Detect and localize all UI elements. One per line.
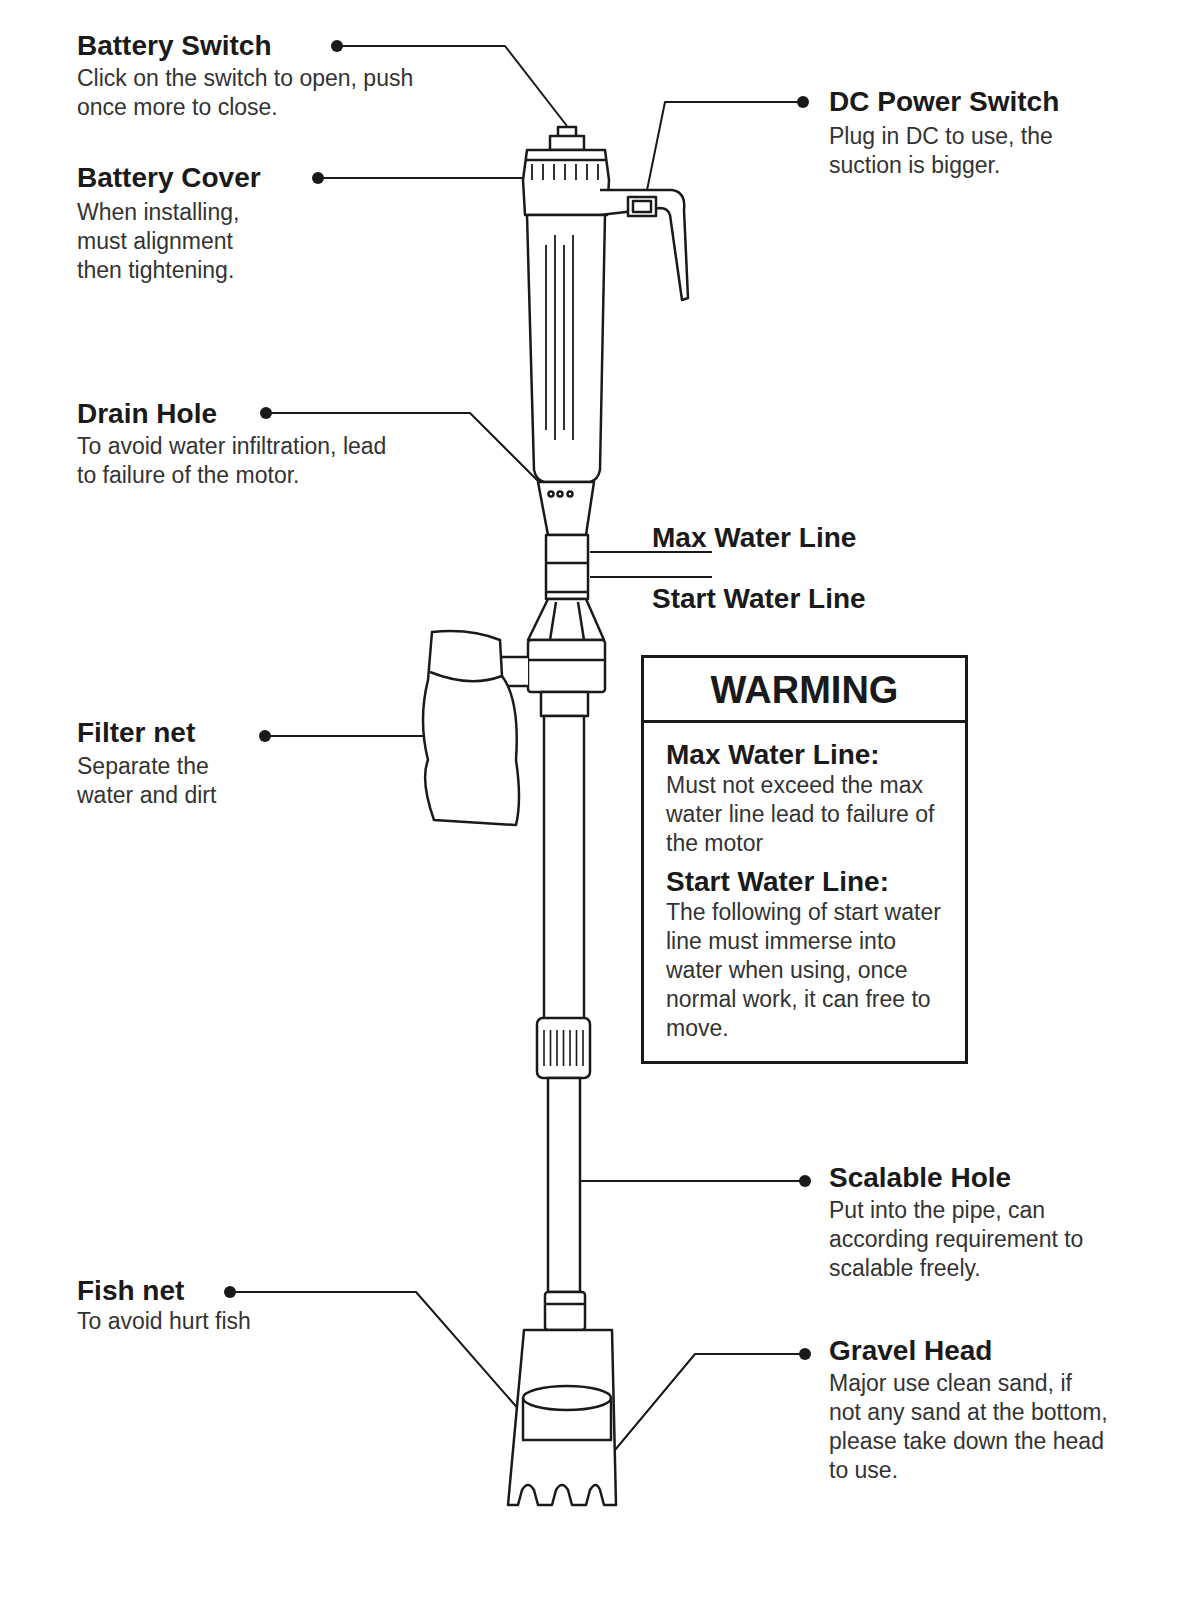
part-name: DC Power Switch	[829, 86, 1059, 118]
part-note: When installing, must alignment then tig…	[77, 198, 272, 285]
part-name: Max Water Line	[652, 522, 856, 554]
warning-heading: Start Water Line:	[644, 858, 965, 898]
part-name: Scalable Hole	[829, 1162, 1011, 1194]
part-name: Gravel Head	[829, 1335, 992, 1367]
part-note: Plug in DC to use, the suction is bigger…	[829, 122, 1094, 180]
warning-heading: Max Water Line:	[644, 723, 965, 771]
part-name: Battery Cover	[77, 162, 261, 194]
warning-text: The following of start water line must i…	[644, 898, 965, 1061]
part-note: Major use clean sand, if not any sand at…	[829, 1369, 1109, 1485]
part-name: Battery Switch	[77, 30, 272, 62]
part-note: To avoid water infiltration, lead to fai…	[77, 432, 407, 490]
warning-text: Must not exceed the max water line lead …	[644, 771, 965, 858]
part-name: Filter net	[77, 717, 195, 749]
part-note: Click on the switch to open, push once m…	[77, 64, 417, 122]
part-note: Put into the pipe, can according require…	[829, 1196, 1114, 1283]
part-note: Separate the water and dirt	[77, 752, 267, 810]
part-name: Drain Hole	[77, 398, 217, 430]
warning-box: WARMINGMax Water Line:Must not exceed th…	[641, 655, 968, 1064]
part-note: To avoid hurt fish	[77, 1307, 317, 1336]
part-name: Start Water Line	[652, 583, 866, 615]
part-name: Fish net	[77, 1275, 184, 1307]
warning-title: WARMING	[644, 658, 965, 723]
